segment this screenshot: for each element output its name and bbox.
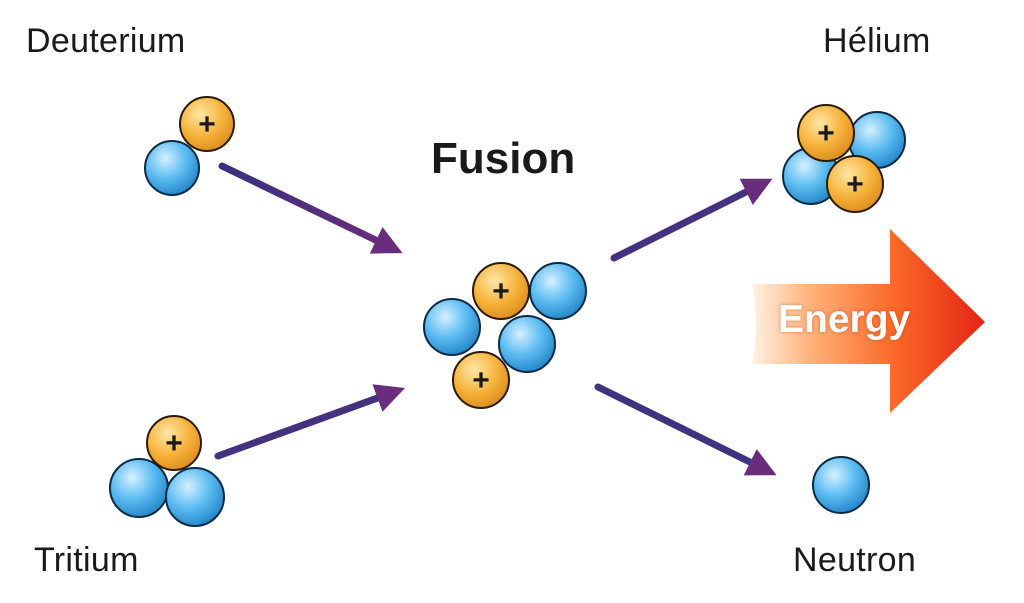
- neutron-particle: [423, 298, 481, 356]
- neutron-output: [812, 456, 870, 514]
- proton-particle: [472, 262, 530, 320]
- tritium-label: Tritium: [34, 541, 139, 579]
- fusion-label: Fusion: [431, 134, 576, 183]
- reaction-arrows: [214, 162, 777, 476]
- arrow-deuterium-to-fusion: [218, 162, 403, 254]
- proton-particle: [826, 155, 884, 213]
- deuterium-label: Deuterium: [26, 22, 186, 60]
- fusion-cluster: + +: [423, 262, 587, 409]
- neutron-particle: [529, 262, 587, 320]
- proton-plus: +: [198, 108, 216, 141]
- neutron-label: Neutron: [793, 541, 917, 579]
- tritium-nucleus: +: [109, 415, 225, 527]
- neutron-particle: [109, 458, 169, 518]
- helium-label: Hélium: [823, 22, 931, 60]
- neutron-particle: [812, 456, 870, 514]
- arrow-tritium-to-fusion: [214, 384, 406, 460]
- energy-arrow: [752, 229, 985, 413]
- proton-plus: +: [492, 275, 510, 308]
- arrow-fusion-to-neutron: [594, 383, 777, 476]
- neutron-particle: [498, 315, 556, 373]
- proton-plus: +: [472, 364, 490, 397]
- proton-plus: +: [846, 168, 864, 201]
- proton-particle: [146, 415, 202, 471]
- arrow-fusion-to-helium: [610, 178, 773, 262]
- proton-particle: [179, 96, 235, 152]
- helium-nucleus: + +: [782, 104, 906, 213]
- proton-plus: +: [817, 117, 835, 150]
- proton-particle: [797, 104, 855, 162]
- deuterium-nucleus: +: [144, 96, 235, 196]
- proton-plus: +: [165, 427, 183, 460]
- proton-particle: [452, 351, 510, 409]
- energy-label: Energy: [778, 298, 911, 341]
- neutron-particle: [144, 140, 200, 196]
- neutron-particle: [165, 467, 225, 527]
